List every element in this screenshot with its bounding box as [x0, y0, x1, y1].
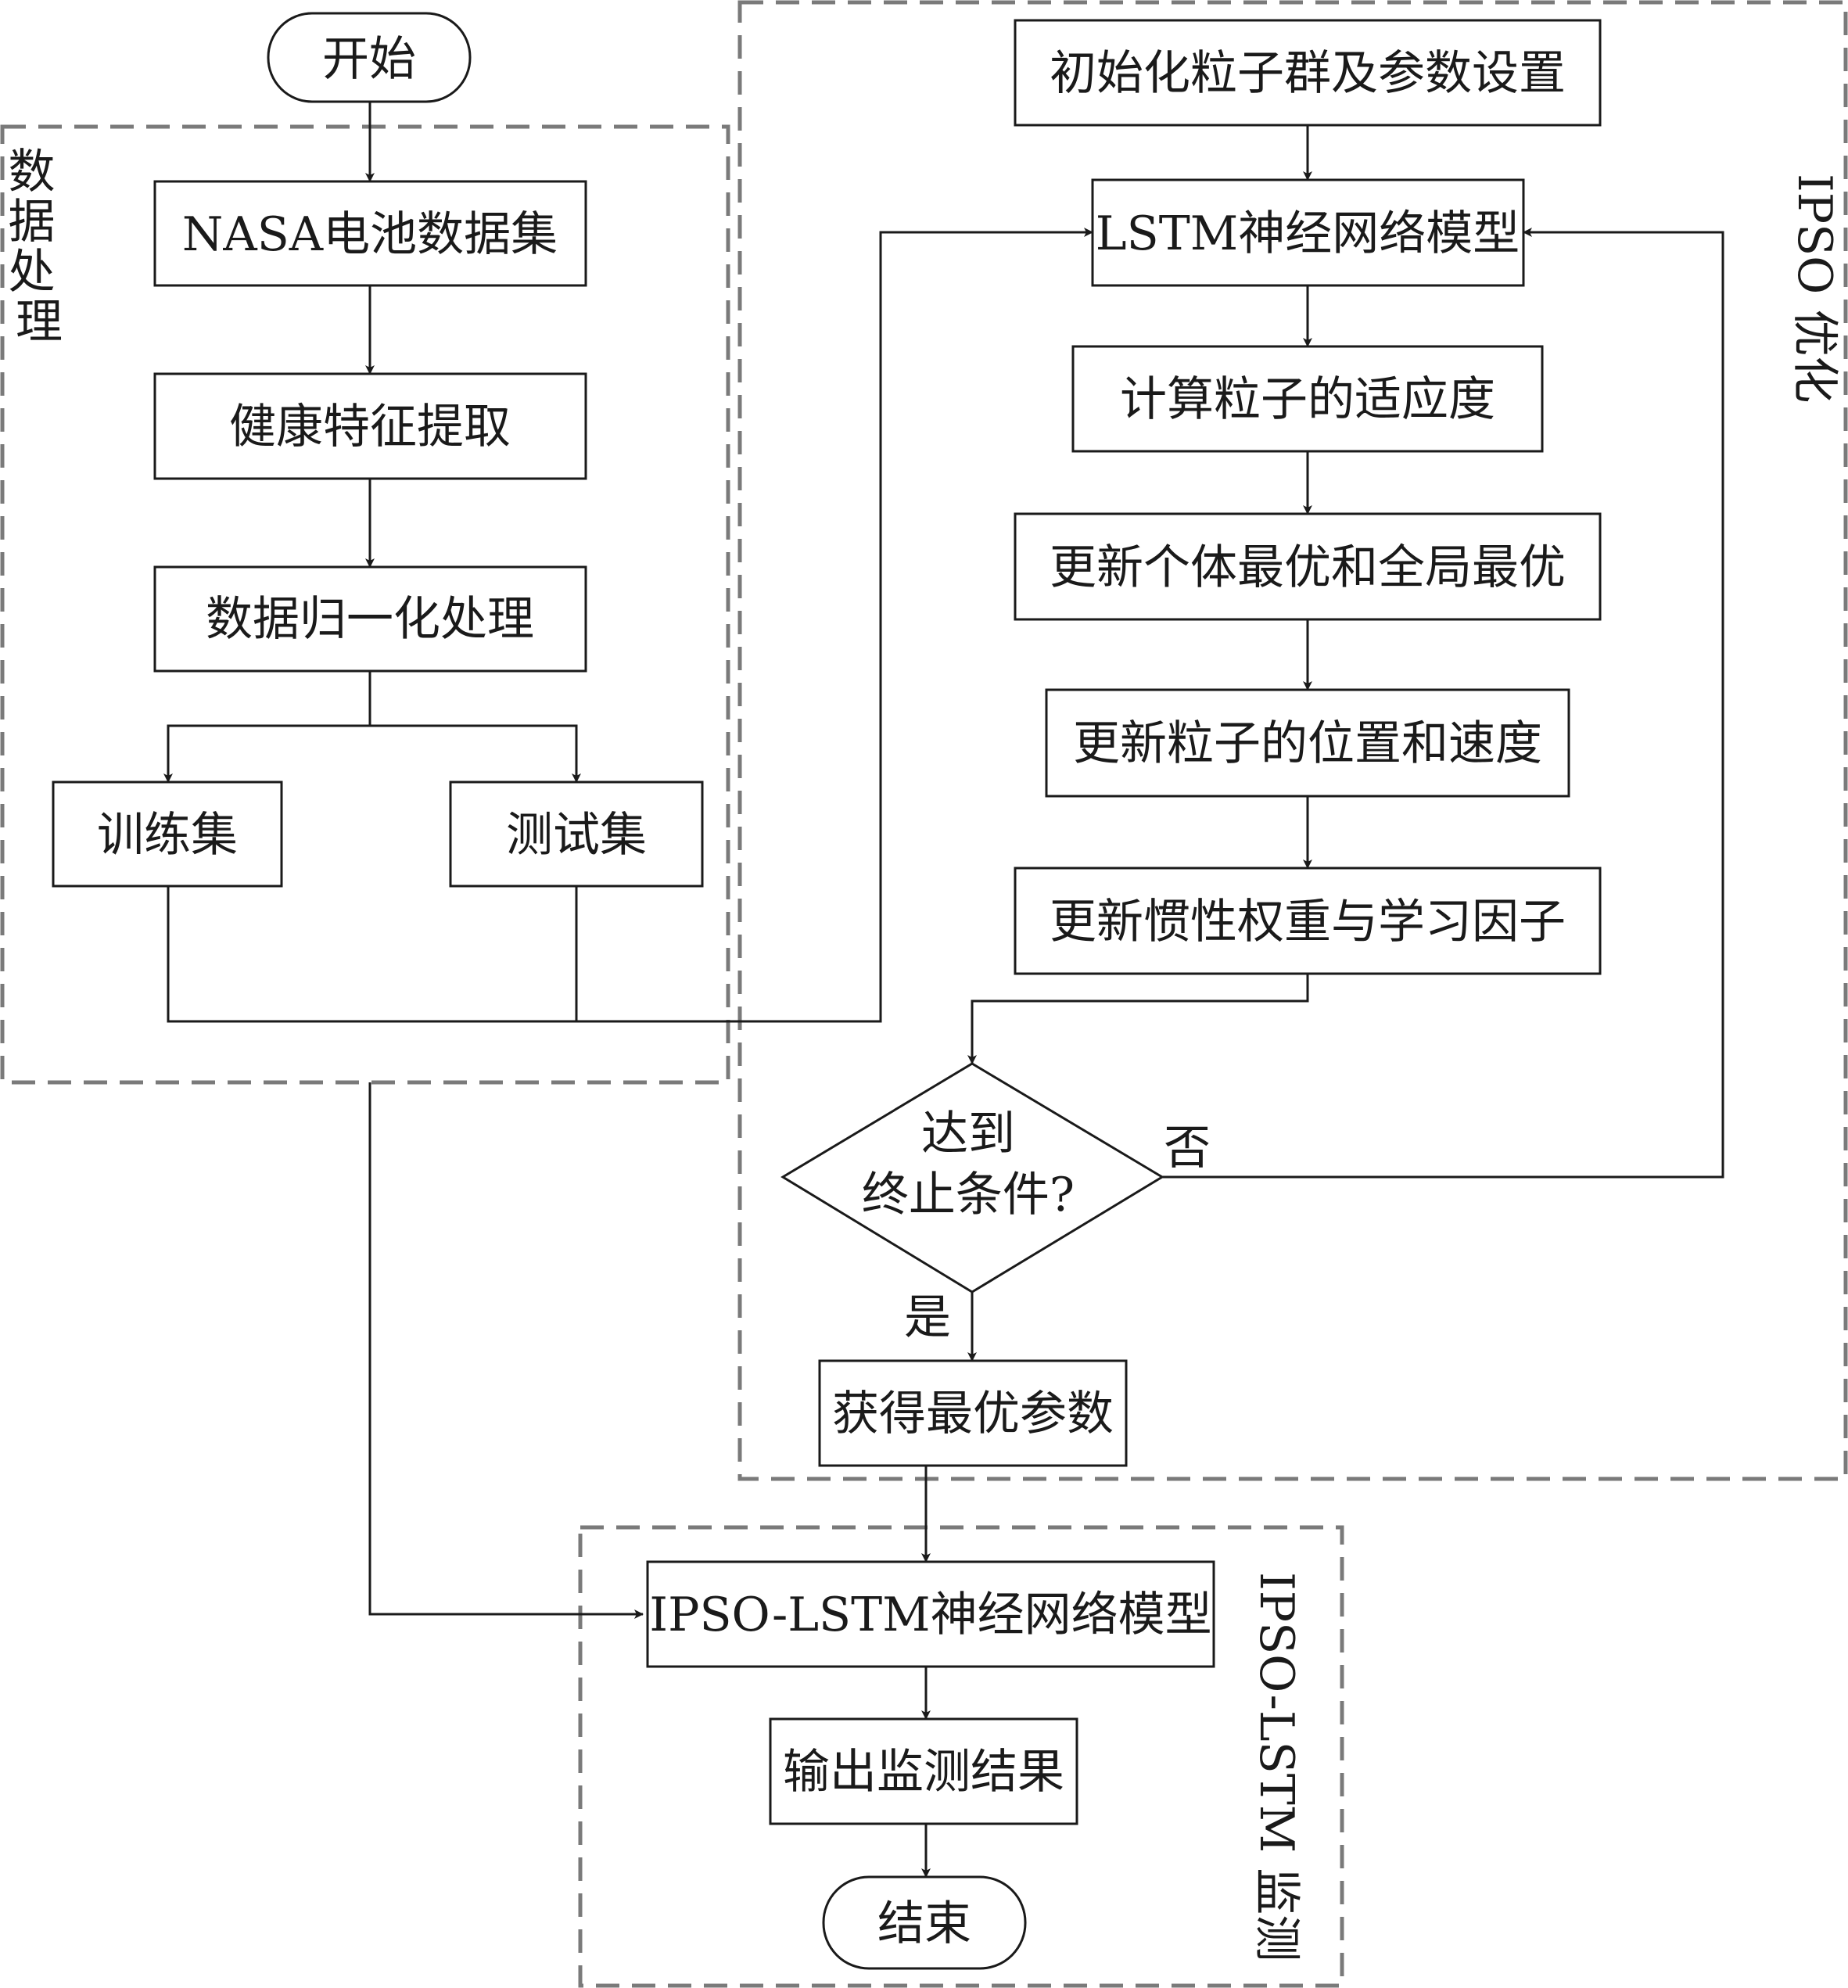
node-decision	[780, 1062, 1164, 1294]
node-normalize	[153, 565, 587, 673]
node-end-label: 结束	[877, 1896, 971, 1951]
node-update-inertia	[1014, 867, 1602, 975]
group-monitor-label: IPSO-LSTM 监测	[1249, 1572, 1304, 1961]
group-ipso	[737, 0, 1848, 1481]
node-update-pos-label: 更新粒子的位置和速度	[1073, 716, 1542, 771]
edge-normalize-test	[370, 724, 581, 783]
node-output-label: 输出监测结果	[783, 1745, 1064, 1800]
node-output	[769, 1717, 1078, 1825]
node-test-label: 测试集	[506, 808, 647, 863]
group-data-processing	[0, 124, 730, 1085]
group-data-processing-char: 据	[8, 195, 55, 249]
node-start-label: 开始	[322, 32, 416, 87]
edge-no-label: 否	[1164, 1121, 1211, 1175]
group-monitor	[578, 1525, 1344, 1988]
node-decision-line1: 达到	[921, 1107, 1015, 1161]
edge-decision-no	[1162, 228, 1724, 1179]
node-update-inertia-label: 更新惯性权重与学习因子	[1050, 895, 1566, 949]
edge-data-ipsolstm	[368, 1082, 644, 1619]
node-init	[1014, 19, 1602, 127]
node-end	[822, 1875, 1027, 1970]
node-start	[267, 12, 472, 103]
node-update-best	[1014, 512, 1602, 621]
node-ipso-lstm-label: IPSO-LSTM神经网络模型	[649, 1588, 1211, 1642]
node-fitness-label: 计算粒子的适应度	[1120, 372, 1495, 427]
group-data-processing-char: 处	[8, 245, 55, 300]
node-train-label: 训练集	[97, 808, 238, 863]
group-data-processing-char: 理	[16, 295, 63, 350]
node-best-params	[818, 1359, 1128, 1467]
edge-inertia-decision	[967, 974, 1309, 1064]
node-normalize-label: 数据归一化处理	[206, 592, 534, 647]
node-update-pos	[1045, 688, 1570, 798]
node-ipso-lstm	[646, 1560, 1215, 1668]
node-nasa-label: NASA电池数据集	[182, 207, 558, 262]
node-train	[52, 780, 283, 888]
node-lstm-label: LSTM神经网络模型	[1096, 206, 1520, 261]
node-lstm	[1091, 178, 1525, 287]
group-data-processing-label: 数 据 处 理	[8, 145, 70, 350]
group-data-processing-char: 数	[8, 145, 55, 199]
node-decision-line2: 终止条件?	[862, 1168, 1075, 1222]
node-init-label: 初始化粒子群及参数设置	[1050, 46, 1566, 101]
node-fitness	[1071, 345, 1544, 453]
edge-normalize-train	[163, 671, 371, 783]
group-ipso-label: IPSO 优化	[1787, 174, 1842, 403]
node-feature	[153, 372, 587, 480]
node-best-params-label: 获得最优参数	[832, 1387, 1114, 1441]
node-test	[449, 780, 704, 888]
edge-datasets-lstm	[167, 228, 1093, 1023]
node-update-best-label: 更新个体最优和全局最优	[1050, 540, 1566, 595]
node-nasa	[153, 180, 587, 287]
edge-yes-label: 是	[904, 1290, 951, 1345]
node-feature-label: 健康特征提取	[229, 400, 511, 454]
